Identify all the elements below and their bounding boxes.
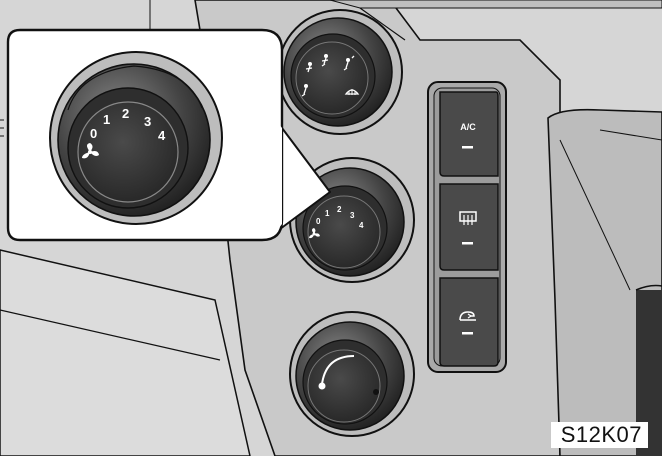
zoom-callout: 0 1 2 3 4 [0, 28, 284, 242]
zoomed-fan-position-1: 1 [103, 112, 110, 127]
fan-dial-position-4: 4 [359, 221, 364, 230]
fan-icon [309, 228, 320, 239]
zoomed-fan-icon [82, 143, 99, 159]
temperature-dial[interactable] [289, 311, 415, 437]
fan-dial-position-1: 1 [325, 209, 330, 218]
rear-defrost-icon [459, 211, 477, 225]
fan-dial-position-0: 0 [316, 217, 321, 226]
recirculation-indicator [462, 332, 473, 335]
ac-button-label: A/C [460, 122, 476, 132]
mode-dial[interactable] [277, 9, 403, 135]
vent-feet-defrost-icon [301, 84, 308, 97]
rear-defrost-button[interactable] [439, 183, 499, 271]
fan-dial-position-2: 2 [337, 205, 342, 214]
ac-indicator [462, 146, 473, 149]
rear-defrost-indicator [462, 242, 473, 245]
defrost-icon [344, 89, 360, 95]
vent-feet-icon [343, 55, 355, 71]
vent-face-icon [305, 62, 313, 73]
cold-dot-icon [318, 382, 326, 390]
hot-dot-icon [373, 389, 379, 395]
zoomed-fan-dial: 0 1 2 3 4 [49, 51, 223, 225]
recirculation-button[interactable] [439, 277, 499, 367]
fan-dial-position-3: 3 [350, 211, 355, 220]
vent-face-feet-icon [321, 54, 329, 67]
figure-code-label: S12K07 [550, 422, 648, 448]
zoomed-fan-position-0: 0 [90, 126, 97, 141]
zoomed-fan-position-4: 4 [158, 128, 166, 143]
zoomed-fan-position-3: 3 [144, 114, 151, 129]
zoomed-fan-position-2: 2 [122, 106, 129, 121]
ac-button[interactable]: A/C [439, 91, 499, 177]
temperature-arc [321, 355, 355, 385]
recirculation-icon [459, 311, 476, 321]
